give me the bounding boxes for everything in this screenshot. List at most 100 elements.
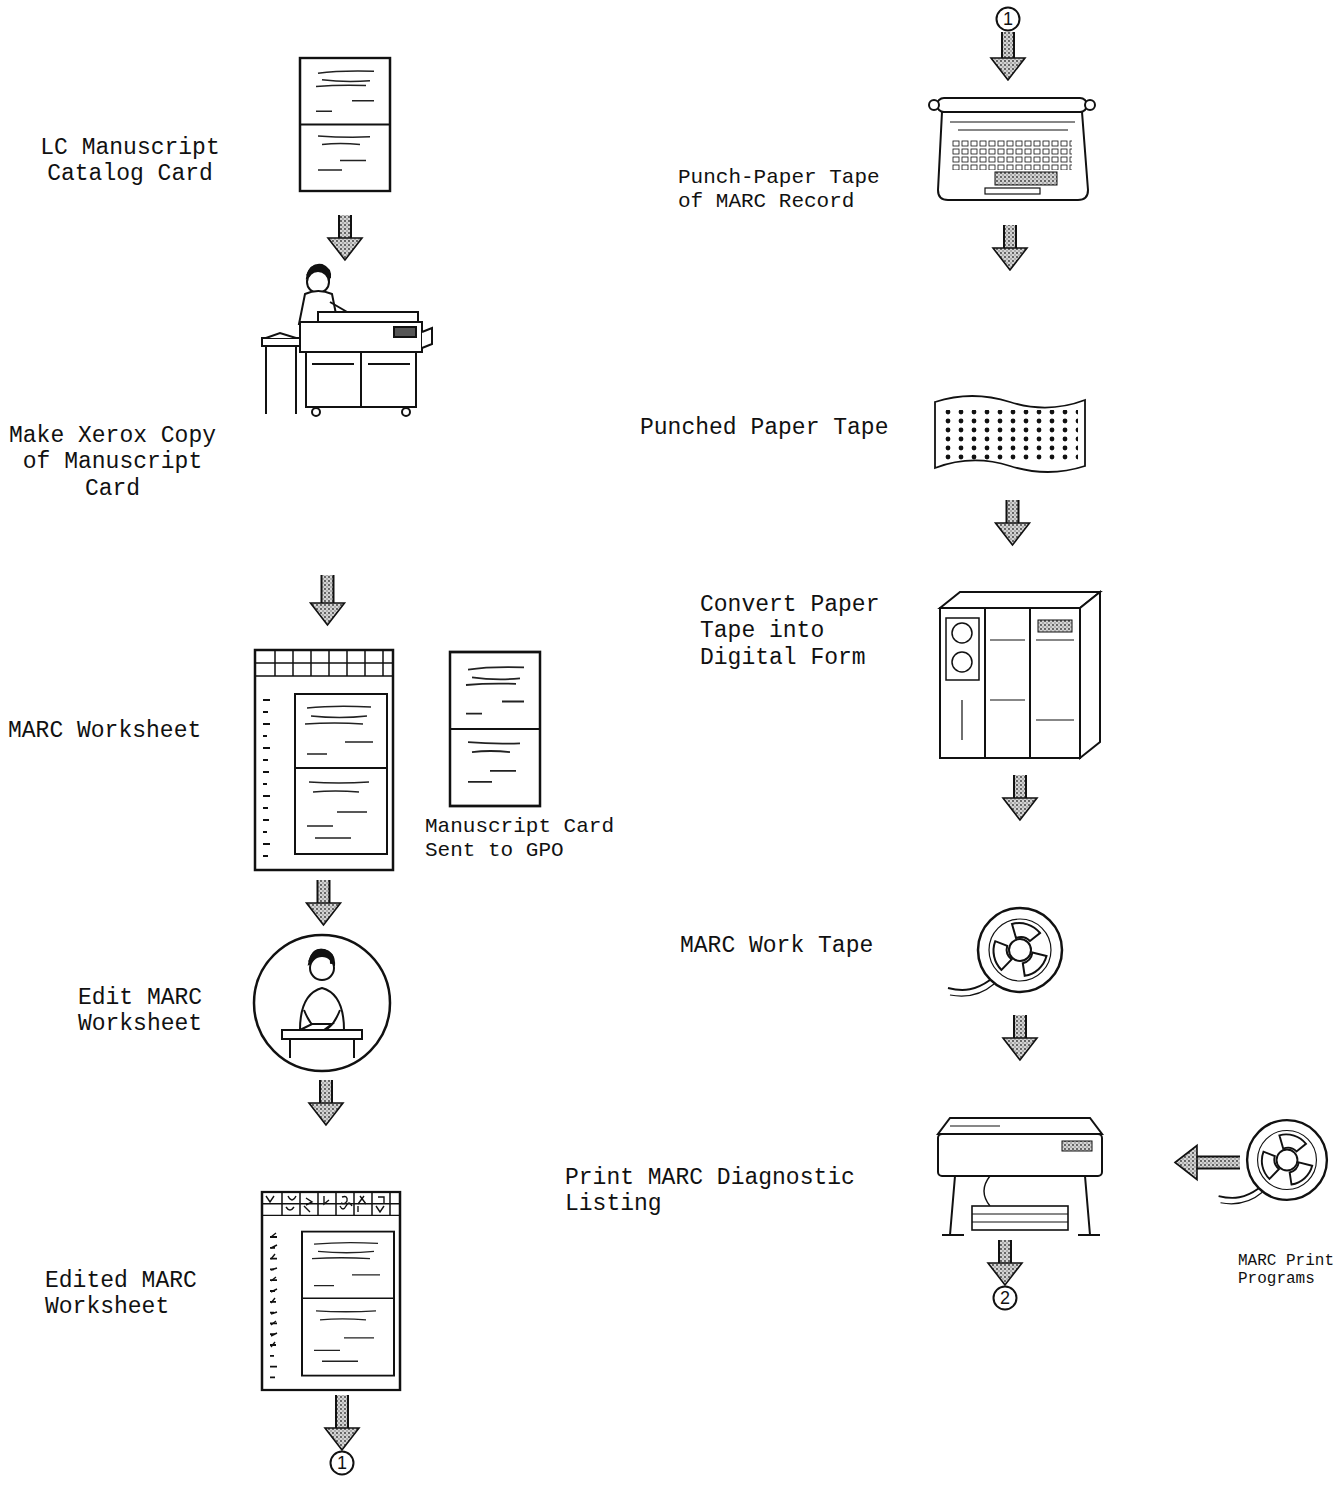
process-step: LC Manuscript Catalog Card	[290, 55, 400, 215]
arrow-head	[307, 903, 341, 925]
typewriter-illustration	[952, 140, 1072, 170]
process-step: Convert Paper Tape into Digital Form	[940, 545, 1100, 775]
xerox-copier-illustration	[402, 408, 410, 416]
edited-worksheet-illustration	[262, 1192, 400, 1390]
tape-reel-illustration	[1219, 1120, 1327, 1204]
computer-illustration	[940, 592, 1100, 758]
step-label: Make Xerox Copy of Manuscript Card	[0, 423, 225, 502]
paper-tape-illustration	[935, 396, 1085, 472]
arrow-stem-outline	[1013, 1015, 1027, 1040]
arrow-stem	[1195, 1158, 1240, 1168]
flow-arrow	[993, 225, 1027, 270]
arrow-stem-outline	[1195, 1156, 1240, 1170]
editor-illustration	[310, 951, 332, 964]
typewriter-illustration	[1085, 100, 1095, 110]
printer-illustration	[984, 1176, 990, 1206]
flow-arrow	[996, 500, 1030, 545]
flow-arrow	[325, 1395, 359, 1450]
step-label: Print MARC Diagnostic Listing	[565, 1165, 875, 1218]
edited-worksheet-illustration	[262, 1192, 400, 1390]
arrow-stem-outline	[335, 1395, 349, 1430]
paper-tape-illustration	[935, 396, 1085, 472]
editor-illustration	[254, 935, 390, 1071]
process-step: Punched Paper Tape	[935, 270, 1085, 500]
computer-illustration	[1038, 620, 1072, 632]
editor-illustration	[300, 1024, 332, 1030]
step-label: Punched Paper Tape	[640, 415, 905, 441]
flow-arrow	[991, 32, 1025, 80]
arrow-stem-outline	[319, 1080, 333, 1105]
process-step: Edited MARC Worksheet	[260, 1125, 400, 1395]
xerox-copier-illustration	[262, 266, 432, 416]
step-label: Edit MARC Worksheet	[65, 985, 215, 1038]
arrow-stem	[1003, 32, 1013, 60]
typewriter-illustration	[995, 172, 1057, 185]
editor-illustration	[290, 1039, 354, 1058]
arrow-stem	[321, 1080, 331, 1105]
editor-illustration	[300, 988, 344, 1030]
arrow-head	[988, 1263, 1022, 1285]
arrow-stem-outline	[1003, 225, 1017, 250]
arrow-head	[325, 1428, 359, 1450]
printer-illustration	[938, 1118, 1102, 1235]
arrow-stem-outline	[1006, 500, 1020, 525]
editor-illustration	[282, 1030, 362, 1039]
xerox-copier-illustration	[312, 408, 320, 416]
worksheet-illustration	[255, 650, 393, 870]
computer-illustration	[1030, 608, 1080, 758]
printer-illustration	[938, 1134, 1102, 1176]
process-step: Punch-Paper Tape of MARC Record	[935, 80, 1085, 225]
computer-illustration	[946, 618, 979, 680]
xerox-copier-illustration	[262, 338, 300, 346]
xerox-copier-illustration	[300, 322, 422, 352]
typewriter-illustration	[929, 98, 1095, 200]
connector-circle: 2	[992, 1285, 1018, 1311]
flow-arrow	[988, 1240, 1022, 1285]
arrow-head	[309, 1103, 343, 1125]
arrow-stem-outline	[1013, 775, 1027, 800]
step-label: MARC Work Tape	[680, 933, 895, 959]
arrow-stem	[323, 575, 333, 605]
arrow-stem-outline	[338, 215, 352, 240]
flow-arrow	[307, 880, 341, 925]
xerox-copier-illustration	[266, 333, 296, 338]
process-step: MARC Worksheet	[255, 625, 393, 880]
printer-illustration	[942, 1176, 1100, 1235]
arrow-head	[1003, 1038, 1037, 1060]
typewriter-illustration	[950, 122, 1075, 130]
arrow-head	[993, 248, 1027, 270]
arrow-head	[311, 603, 345, 625]
flow-arrow	[311, 575, 345, 625]
xerox-copier-illustration	[394, 327, 416, 337]
arrow-stem	[319, 880, 329, 905]
process-step: Print MARC Diagnostic Listing	[930, 1060, 1175, 1240]
xerox-copier-illustration	[308, 266, 329, 278]
arrow-stem	[1015, 1015, 1025, 1040]
step-label: Convert Paper Tape into Digital Form	[700, 592, 900, 671]
step-label: MARC Worksheet	[8, 718, 228, 744]
process-step: Make Xerox Copy of Manuscript Card	[262, 260, 422, 575]
arrow-stem-outline	[1001, 32, 1015, 60]
computer-illustration	[1080, 592, 1100, 758]
catalog-card-illustration	[300, 58, 390, 191]
arrow-head	[991, 58, 1025, 80]
arrow-stem-outline	[998, 1240, 1012, 1265]
connector-number: 1	[995, 6, 1021, 32]
xerox-copier-illustration	[312, 352, 410, 407]
step-label: LC Manuscript Catalog Card	[30, 135, 230, 188]
process-step: MARC Print Programs	[1240, 1115, 1335, 1210]
flow-arrow	[1175, 1146, 1240, 1180]
editor-illustration	[254, 935, 390, 1071]
arrow-stem	[337, 1395, 347, 1430]
arrow-stem-outline	[317, 880, 331, 905]
computer-illustration	[985, 608, 1030, 758]
xerox-copier-illustration	[306, 352, 416, 407]
computer-illustration	[962, 640, 1074, 740]
arrow-head	[1175, 1146, 1197, 1180]
arrow-stem-outline	[321, 575, 335, 605]
printer-illustration	[1062, 1141, 1092, 1151]
tape-reel-illustration	[948, 908, 1062, 996]
